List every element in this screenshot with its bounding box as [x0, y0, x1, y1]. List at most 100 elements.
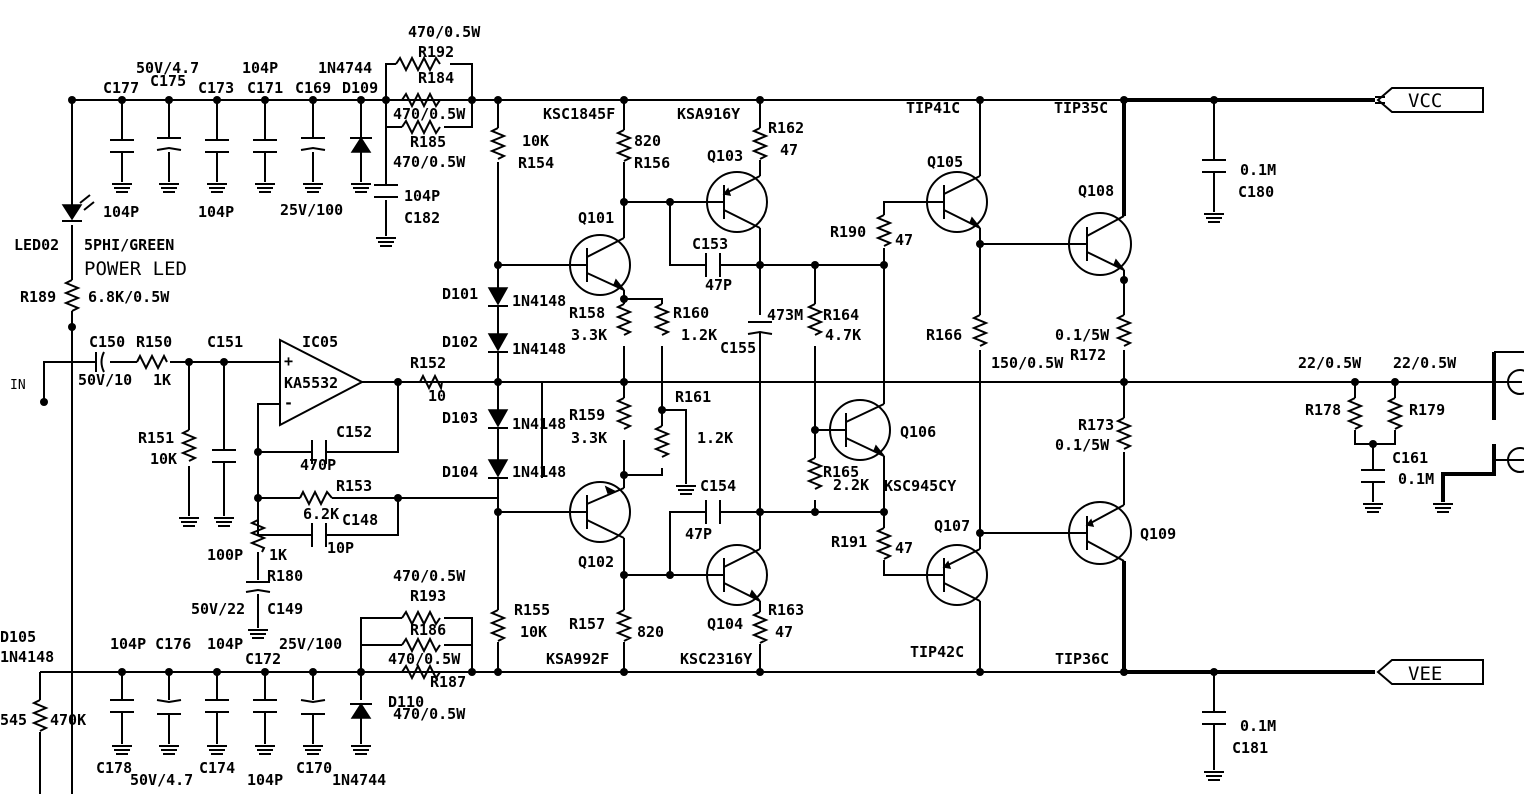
- opamp-part: KA5532: [284, 374, 338, 392]
- q107: [926, 544, 988, 606]
- component-label-l84: 2.2K: [833, 476, 869, 494]
- power-led: [61, 100, 95, 794]
- component-label-l114: D105: [0, 628, 36, 646]
- component-label-l87: C154: [700, 477, 736, 495]
- input-network: [40, 351, 280, 527]
- q108: [1068, 212, 1132, 276]
- component-label-l68: 1N4148: [512, 415, 566, 433]
- component-label-l25: 10K: [522, 132, 549, 150]
- component-label-l69: R159: [569, 406, 605, 424]
- component-label-l82: 1N4148: [512, 463, 566, 481]
- component-label-l58: R150: [136, 333, 172, 351]
- vas-network: [747, 96, 888, 676]
- component-label-l23: TIP41C: [906, 99, 960, 117]
- component-label-l126: D110: [388, 693, 424, 711]
- r190-r191: [875, 201, 927, 576]
- component-label-l112: Q104: [707, 615, 743, 633]
- q101: [569, 234, 631, 296]
- zobel-network: [1346, 378, 1453, 513]
- component-label-l65: 22/0.5W: [1393, 354, 1457, 372]
- component-label-l14: C169: [295, 79, 331, 97]
- component-label-l59: C151: [207, 333, 243, 351]
- component-label-l8: C175: [150, 72, 186, 90]
- component-label-l50: C155: [720, 339, 756, 357]
- opamp-ref: IC05: [302, 333, 338, 351]
- component-label-l54: R172: [1070, 346, 1106, 364]
- component-label-l21: KSC1845F: [543, 105, 615, 123]
- rail-decoupling: [1202, 96, 1226, 781]
- component-label-l5: R185: [410, 133, 446, 151]
- component-label-l34: 0.1M: [1240, 161, 1276, 179]
- component-label-l136: C170: [296, 759, 332, 777]
- opamp-plus: +: [284, 352, 293, 370]
- component-label-l118: 25V/100: [279, 635, 342, 653]
- component-label-l46: 1.2K: [681, 326, 717, 344]
- component-label-l39: R190: [830, 223, 866, 241]
- component-label-l129: C181: [1232, 739, 1268, 757]
- component-label-l96: Q109: [1140, 525, 1176, 543]
- component-label-l130: 545: [0, 711, 27, 729]
- component-label-l107: 10K: [520, 623, 547, 641]
- component-label-l11: 104P: [242, 59, 278, 77]
- component-label-l81: D104: [442, 463, 478, 481]
- component-label-l28: R156: [634, 154, 670, 172]
- component-label-l91: C148: [342, 511, 378, 529]
- component-label-l85: C161: [1392, 449, 1428, 467]
- component-label-l121: 1N4148: [0, 648, 54, 666]
- component-label-l24: TIP35C: [1054, 99, 1108, 117]
- component-label-l30: 47: [780, 141, 798, 159]
- component-label-l86: 0.1M: [1398, 470, 1434, 488]
- component-label-l76: Q106: [900, 423, 936, 441]
- vcc-rail-label: VCC: [1376, 87, 1484, 113]
- component-label-l47: 473M: [767, 306, 803, 324]
- component-label-l43: R158: [569, 304, 605, 322]
- component-label-l37: C153: [692, 235, 728, 253]
- q104: [706, 544, 768, 606]
- component-label-l38: 47P: [705, 276, 732, 294]
- opamp-minus: -: [284, 394, 293, 412]
- component-label-l53: 0.1/5W: [1055, 326, 1110, 344]
- q103: [706, 171, 768, 233]
- svg-text:VCC: VCC: [1408, 90, 1442, 112]
- component-label-l45: R160: [673, 304, 709, 322]
- output-driver-network: [971, 96, 1070, 676]
- component-label-l115: 104P C176: [110, 635, 191, 653]
- component-label-l99: 1K: [269, 546, 287, 564]
- component-label-l110: R163: [768, 601, 804, 619]
- component-label-l116: 104P: [207, 635, 243, 653]
- top-rail-junctions: [68, 96, 476, 104]
- component-label-l29: R162: [768, 119, 804, 137]
- q106: [815, 265, 891, 512]
- component-label-l42: 1N4148: [512, 292, 566, 310]
- svg-text:VEE: VEE: [1408, 663, 1442, 685]
- component-label-l94: R191: [831, 533, 867, 551]
- component-label-l67: D103: [442, 409, 478, 427]
- component-label-l64: 22/0.5W: [1298, 354, 1362, 372]
- component-label-l20: C182: [404, 209, 440, 227]
- component-label-l83: R165: [823, 463, 859, 481]
- component-label-l31: Q103: [707, 147, 743, 165]
- bottom-filter-caps: [110, 668, 372, 755]
- component-label-l120: TIP36C: [1055, 650, 1109, 668]
- component-label-l90: 6.2K: [303, 505, 339, 523]
- component-label-l105: C149: [267, 600, 303, 618]
- component-label-l98: 100P: [207, 546, 243, 564]
- component-label-l134: C174: [199, 759, 235, 777]
- driver-network: [615, 96, 760, 676]
- component-label-l113: R186: [410, 621, 446, 639]
- component-label-l19: 104P: [404, 187, 440, 205]
- component-label-l79: C152: [336, 423, 372, 441]
- component-label-l95: 47: [895, 539, 913, 557]
- component-label-l4: 470/0.5W: [393, 105, 466, 123]
- component-label-l18: 25V/100: [280, 201, 343, 219]
- component-labels: 470/0.5WR192R184470/0.5WR185470/0.5W50V/…: [0, 23, 1457, 789]
- component-label-l72: R173: [1078, 416, 1114, 434]
- component-label-l132: C178: [96, 759, 132, 777]
- q105: [926, 171, 988, 233]
- component-label-l44: 3.3K: [571, 326, 607, 344]
- speaker-connector: [1441, 351, 1524, 502]
- component-label-l104: 50V/22: [191, 600, 245, 618]
- component-label-l101: R180: [267, 567, 303, 585]
- component-label-l131: 470K: [50, 711, 86, 729]
